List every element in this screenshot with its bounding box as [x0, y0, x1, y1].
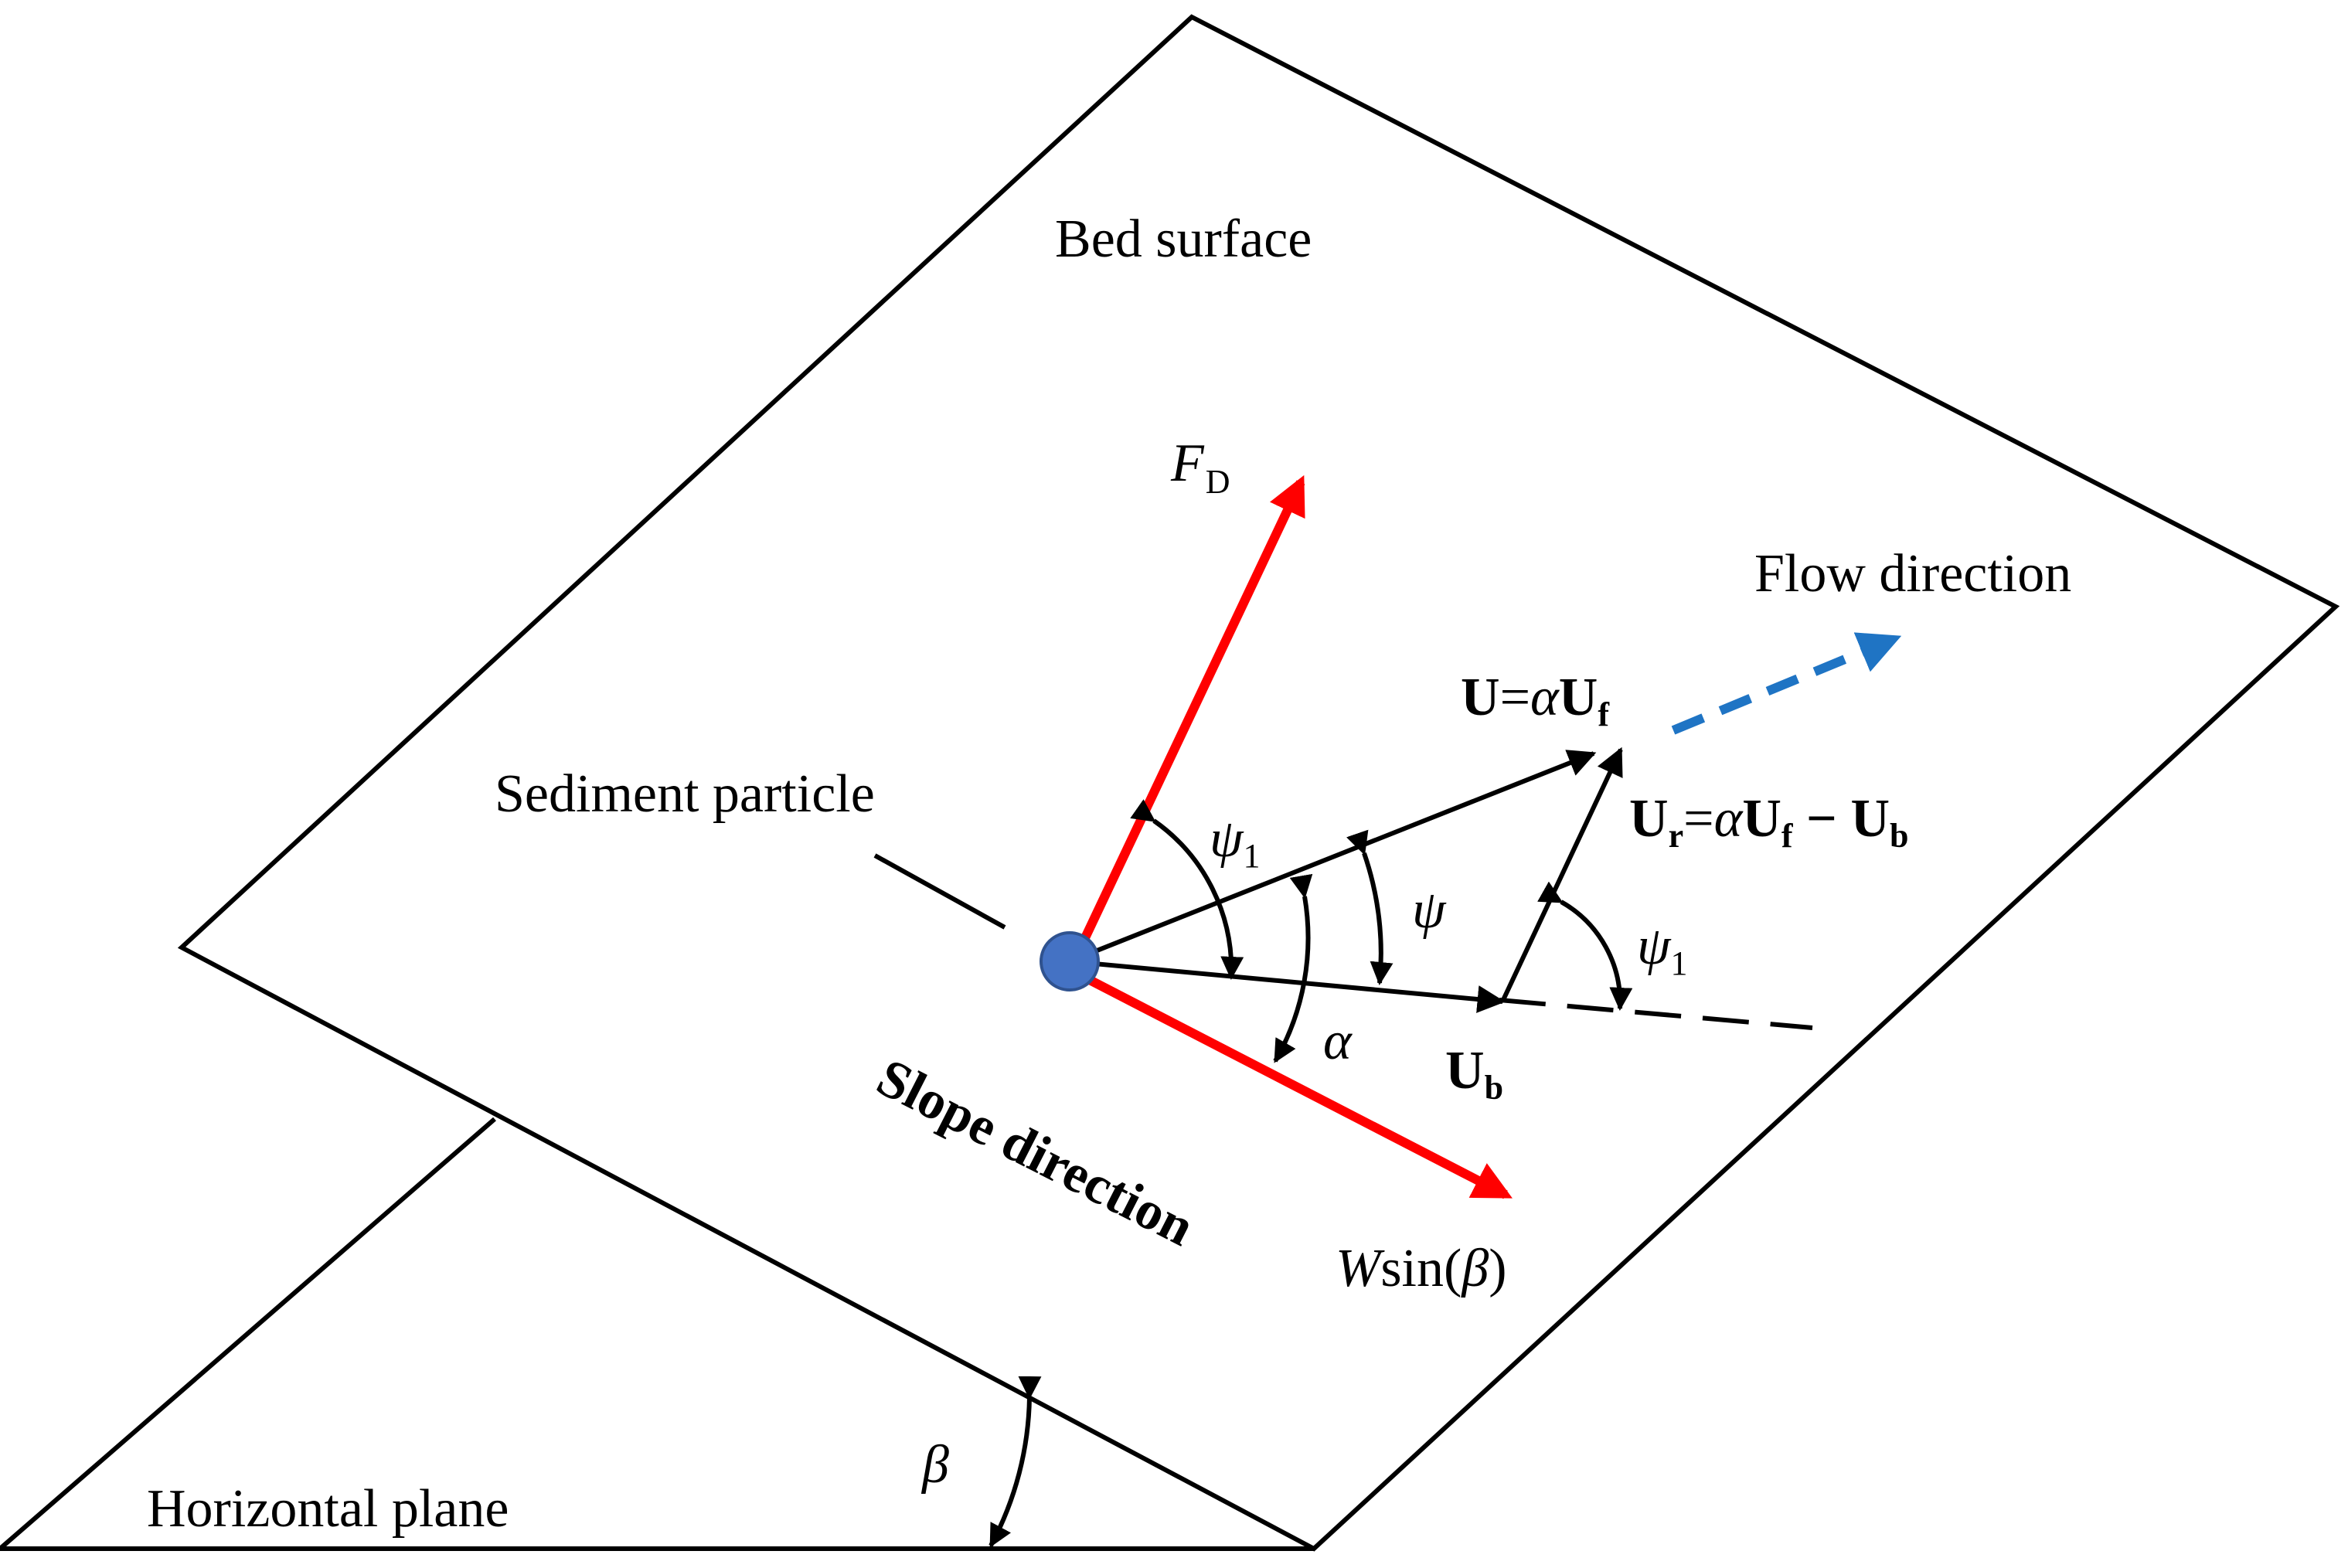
beta-label: β: [920, 1435, 949, 1495]
psi1-right-label: ψ1: [1637, 917, 1687, 982]
ur-equation-label: Ur=αUf − Ub: [1629, 789, 1908, 855]
psi1-angle-arc-right: [1537, 881, 1633, 1011]
ub-label: Ub: [1445, 1041, 1503, 1107]
bed-surface: [177, 14, 2340, 1552]
psi1-angle-arc-upper: [1130, 799, 1244, 980]
weight-component-arrow: [1083, 973, 1513, 1199]
flow-direction-label: Flow direction: [1754, 544, 2071, 604]
ub-extension-dashed: [1499, 998, 1813, 1030]
psi-label: ψ: [1412, 880, 1447, 940]
u-equation-label: U=αUf: [1461, 668, 1610, 733]
sediment-particle: [1040, 931, 1100, 991]
drag-force-arrow: [1077, 474, 1305, 947]
alpha-label: α: [1323, 1012, 1353, 1071]
weight-component-label: Wsin(β): [1336, 1239, 1507, 1298]
psi1-upper-label: ψ1: [1210, 809, 1260, 875]
drag-force-label: FD: [1170, 434, 1230, 501]
alpha-angle-arc: [1273, 873, 1313, 1063]
ur-vector: [1500, 747, 1623, 1003]
sediment-particle-label: Sediment particle: [495, 764, 875, 824]
psi-angle-arc: [1346, 829, 1393, 985]
bed-surface-label: Bed surface: [1055, 209, 1312, 269]
horizontal-plane-label: Horizontal plane: [147, 1479, 509, 1539]
sediment-particle-leader: [873, 853, 1006, 930]
horizontal-plane: [0, 1117, 1314, 1551]
beta-angle-arc: [989, 1376, 1042, 1548]
flow-direction-arrow: [1671, 632, 1902, 735]
